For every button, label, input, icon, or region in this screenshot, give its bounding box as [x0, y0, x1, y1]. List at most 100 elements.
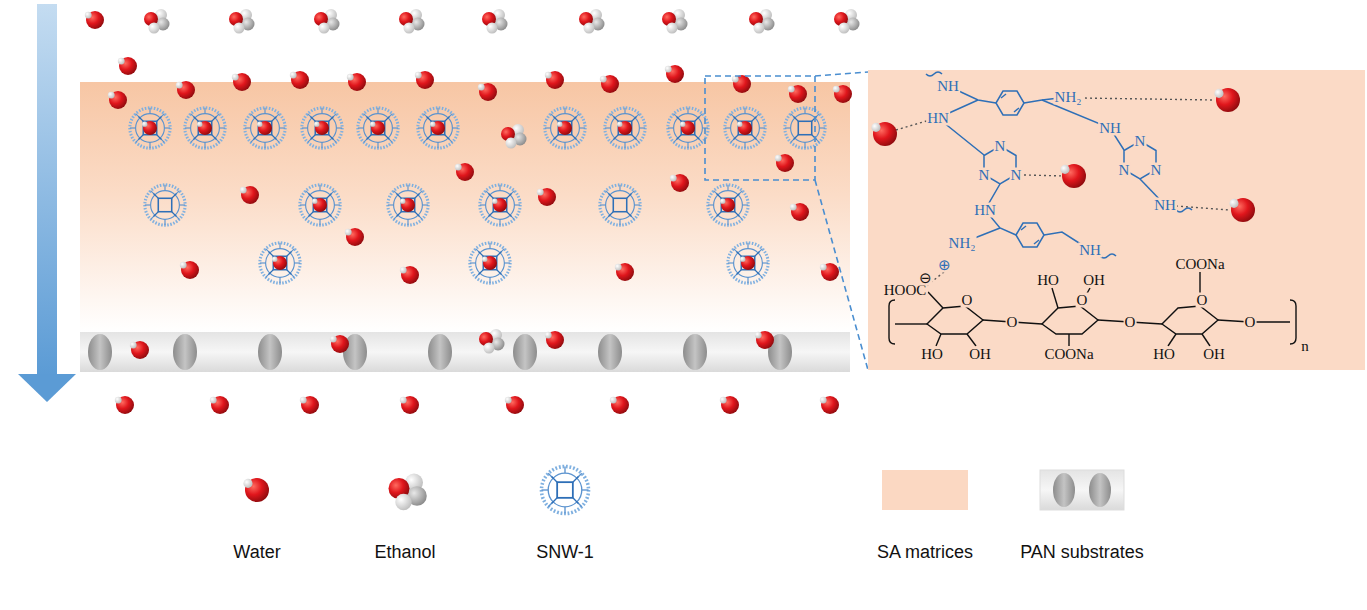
hydrogen-atom: [243, 479, 252, 488]
snw-1-particle: [130, 108, 170, 148]
hydrogen-atom: [505, 397, 512, 404]
hydrogen-atom: [545, 72, 552, 79]
snw-1-particle: [145, 185, 185, 225]
legend-text: SA matrices: [877, 542, 973, 563]
chemical-label: O: [1196, 293, 1209, 308]
hydrogen-atom: [545, 332, 552, 339]
hydrogen-atom: [115, 397, 122, 404]
legend-text: Ethanol: [374, 542, 435, 563]
hydrogen-atom: [680, 121, 685, 126]
water-molecule: [198, 121, 212, 135]
chemical-label: O: [1006, 315, 1019, 330]
chemical-label: NH: [1098, 121, 1122, 136]
chemical-label: NH: [1153, 198, 1177, 213]
snw-1-particle: [388, 185, 428, 225]
hydrogen-atom: [455, 164, 462, 171]
hydrogen-atom: [400, 397, 407, 404]
hydrogen-atom: [740, 256, 745, 261]
chemical-label: HN: [926, 111, 950, 126]
chemical-label: HO: [1152, 347, 1176, 362]
chemical-label: N: [1150, 163, 1163, 178]
snw-1-particle: [260, 243, 300, 283]
hydrogen-atom: [370, 121, 375, 126]
pan-pore: [88, 334, 112, 370]
hydrogen-atom: [557, 121, 562, 126]
hydrogen-atom: [347, 74, 354, 81]
chemical-label: O: [961, 293, 974, 308]
chemical-label: n: [1300, 339, 1310, 354]
hydrogen-atom: [720, 397, 727, 404]
hydrogen-atom: [240, 187, 247, 194]
hydrogen-atom: [820, 264, 827, 271]
hydrogen-atom: [615, 264, 622, 271]
hydrogen-atom: [415, 72, 422, 79]
chemical-label: OH: [1082, 273, 1106, 288]
water-molecule: [313, 198, 327, 212]
hydrogen-atom: [85, 12, 92, 19]
snw-1-particle: [725, 108, 765, 148]
chemical-label: OH: [968, 347, 992, 362]
snw-1-particle: [300, 185, 340, 225]
chemical-label: O: [1076, 293, 1089, 308]
chemical-label: ⊖: [918, 271, 933, 286]
hydrogen-atom: [149, 23, 160, 34]
hydrogen-atom: [395, 494, 412, 511]
pan-pore: [173, 334, 197, 370]
hydrogen-atom: [404, 23, 415, 34]
hydrogen-atom: [820, 397, 827, 404]
chemical-label: HO: [1036, 273, 1060, 288]
hydrogen-atom: [312, 198, 317, 203]
hydrogen-atom: [1060, 165, 1069, 174]
water-molecule: [558, 121, 572, 135]
hydrogen-atom: [430, 121, 435, 126]
hydrogen-atom: [319, 23, 330, 34]
snw-1-particle: [418, 108, 458, 148]
chemical-label: N: [994, 139, 1007, 154]
hydrogen-atom: [506, 138, 517, 149]
snw-1-particle: [668, 108, 708, 148]
snw-1-particle: [358, 108, 398, 148]
hydrogen-atom: [665, 66, 672, 73]
water-molecule: [315, 121, 329, 135]
chemical-label: N: [1134, 134, 1147, 149]
hydrogen-atom: [234, 23, 245, 34]
hydrogen-atom: [670, 175, 677, 182]
chemical-label: NH₂: [1054, 90, 1083, 105]
hydrogen-atom: [790, 204, 797, 211]
water-molecule: [273, 256, 287, 270]
chemical-label: NH: [936, 79, 960, 94]
snw-1-particle: [470, 243, 510, 283]
hydrogen-atom: [492, 198, 497, 203]
hydrogen-atom: [482, 256, 487, 261]
pan-pore: [258, 334, 282, 370]
water-molecule: [618, 121, 632, 135]
chemical-label: OH: [1202, 347, 1226, 362]
hydrogen-atom: [737, 121, 742, 126]
hydrogen-atom: [610, 397, 617, 404]
snw-1-particle: [185, 108, 225, 148]
chemical-label: O: [1244, 315, 1257, 330]
hydrogen-atom: [142, 121, 147, 126]
legend-text: SNW-1: [536, 542, 594, 563]
hydrogen-atom: [290, 72, 297, 79]
hydrogen-atom: [871, 123, 880, 132]
chemical-label: HO: [920, 347, 944, 362]
hydrogen-atom: [210, 397, 217, 404]
water-molecule: [431, 121, 445, 135]
hydrogen-atom: [478, 84, 485, 91]
hydrogen-atom: [839, 23, 850, 34]
hydrogen-atom: [584, 23, 595, 34]
hydrogen-atom: [257, 121, 262, 126]
water-molecule: [483, 256, 497, 270]
hydrogen-atom: [1214, 89, 1223, 98]
legend-text: Water: [233, 542, 280, 563]
hydrogen-atom: [833, 86, 840, 93]
water-molecule: [681, 121, 695, 135]
water-molecule: [401, 198, 415, 212]
pan-pore: [598, 334, 622, 370]
hydrogen-atom: [400, 198, 405, 203]
hydrogen-atom: [788, 86, 795, 93]
snw-1-particle: [545, 108, 585, 148]
legend-swatch: [882, 470, 968, 510]
